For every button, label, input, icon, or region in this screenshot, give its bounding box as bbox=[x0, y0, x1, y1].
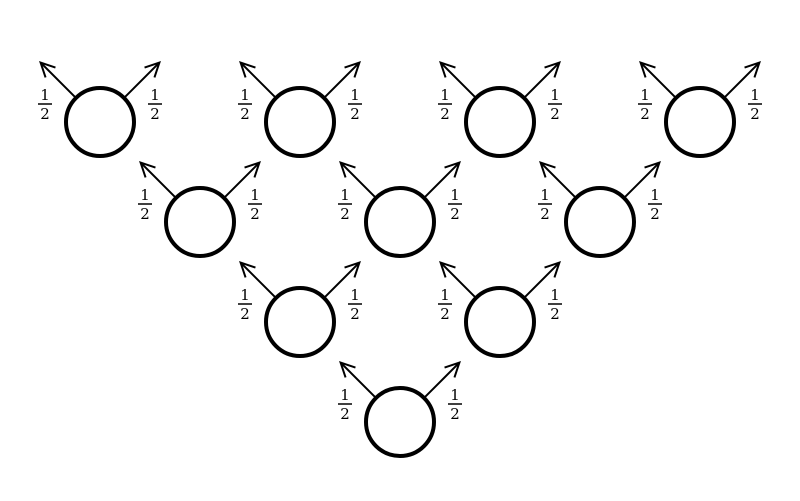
fraction-denominator: 2 bbox=[150, 105, 160, 123]
probability-label-left: 12 bbox=[638, 86, 652, 123]
probability-label-left: 12 bbox=[38, 86, 52, 123]
fraction-numerator: 1 bbox=[750, 86, 760, 104]
probability-label-right: 12 bbox=[348, 86, 362, 123]
arrow-up-left bbox=[239, 61, 277, 99]
probability-label-left: 12 bbox=[338, 186, 352, 223]
fraction-denominator: 2 bbox=[550, 305, 560, 323]
arrow-up-left bbox=[439, 261, 477, 299]
probability-label-left: 12 bbox=[338, 386, 352, 423]
fraction-denominator: 2 bbox=[750, 105, 760, 123]
fraction-numerator: 1 bbox=[550, 286, 560, 304]
arrow-up-right bbox=[423, 361, 461, 399]
probability-label-right: 12 bbox=[448, 186, 462, 223]
probability-label-left: 12 bbox=[538, 186, 552, 223]
fraction-denominator: 2 bbox=[340, 205, 350, 223]
tree-node bbox=[364, 186, 436, 258]
probability-label-right: 12 bbox=[748, 86, 762, 123]
fraction-numerator: 1 bbox=[440, 86, 450, 104]
probability-label-left: 12 bbox=[138, 186, 152, 223]
fraction-denominator: 2 bbox=[350, 305, 360, 323]
fraction-numerator: 1 bbox=[640, 86, 650, 104]
probability-label-left: 12 bbox=[438, 286, 452, 323]
tree-node bbox=[464, 86, 536, 158]
tree-node bbox=[364, 386, 436, 458]
fraction-numerator: 1 bbox=[140, 186, 150, 204]
fraction-numerator: 1 bbox=[550, 86, 560, 104]
arrow-up-left bbox=[39, 61, 77, 99]
fraction-numerator: 1 bbox=[340, 186, 350, 204]
edges-layer bbox=[39, 61, 761, 399]
probability-label-right: 12 bbox=[348, 286, 362, 323]
arrow-up-left bbox=[139, 161, 177, 199]
fraction-numerator: 1 bbox=[40, 86, 50, 104]
arrow-up-right bbox=[323, 61, 361, 99]
probability-label-right: 12 bbox=[648, 186, 662, 223]
fraction-numerator: 1 bbox=[540, 186, 550, 204]
fraction-numerator: 1 bbox=[240, 86, 250, 104]
arrow-up-left bbox=[239, 261, 277, 299]
fraction-numerator: 1 bbox=[350, 86, 360, 104]
fraction-denominator: 2 bbox=[350, 105, 360, 123]
fraction-numerator: 1 bbox=[340, 386, 350, 404]
fraction-denominator: 2 bbox=[640, 105, 650, 123]
fraction-denominator: 2 bbox=[650, 205, 660, 223]
fraction-denominator: 2 bbox=[450, 405, 460, 423]
fraction-numerator: 1 bbox=[650, 186, 660, 204]
probability-label-left: 12 bbox=[438, 86, 452, 123]
probability-label-right: 12 bbox=[548, 86, 562, 123]
arrow-up-left bbox=[639, 61, 677, 99]
fraction-denominator: 2 bbox=[250, 205, 260, 223]
probability-label-right: 12 bbox=[448, 386, 462, 423]
tree-node bbox=[664, 86, 736, 158]
arrow-up-left bbox=[439, 61, 477, 99]
fraction-denominator: 2 bbox=[240, 305, 250, 323]
nodes-layer bbox=[64, 86, 736, 458]
fraction-denominator: 2 bbox=[440, 305, 450, 323]
arrow-up-right bbox=[723, 61, 761, 99]
fraction-denominator: 2 bbox=[140, 205, 150, 223]
fraction-denominator: 2 bbox=[40, 105, 50, 123]
fraction-numerator: 1 bbox=[250, 186, 260, 204]
tree-node bbox=[464, 286, 536, 358]
arrow-up-left bbox=[539, 161, 577, 199]
probability-label-right: 12 bbox=[248, 186, 262, 223]
fraction-numerator: 1 bbox=[240, 286, 250, 304]
arrow-up-left bbox=[339, 361, 377, 399]
fraction-numerator: 1 bbox=[150, 86, 160, 104]
fraction-denominator: 2 bbox=[440, 105, 450, 123]
arrow-up-right bbox=[523, 61, 561, 99]
probability-label-right: 12 bbox=[148, 86, 162, 123]
fraction-numerator: 1 bbox=[450, 386, 460, 404]
arrow-up-right bbox=[623, 161, 661, 199]
probability-label-right: 12 bbox=[548, 286, 562, 323]
probability-label-left: 12 bbox=[238, 86, 252, 123]
fraction-denominator: 2 bbox=[240, 105, 250, 123]
probability-label-left: 12 bbox=[238, 286, 252, 323]
tree-node bbox=[564, 186, 636, 258]
arrow-up-right bbox=[423, 161, 461, 199]
tree-node bbox=[264, 86, 336, 158]
tree-node bbox=[64, 86, 136, 158]
fraction-denominator: 2 bbox=[340, 405, 350, 423]
arrow-up-right bbox=[223, 161, 261, 199]
arrow-up-left bbox=[339, 161, 377, 199]
fraction-numerator: 1 bbox=[440, 286, 450, 304]
arrow-up-right bbox=[123, 61, 161, 99]
fraction-numerator: 1 bbox=[450, 186, 460, 204]
fraction-denominator: 2 bbox=[450, 205, 460, 223]
fraction-numerator: 1 bbox=[350, 286, 360, 304]
arrow-up-right bbox=[323, 261, 361, 299]
fraction-denominator: 2 bbox=[540, 205, 550, 223]
tree-node bbox=[164, 186, 236, 258]
fraction-denominator: 2 bbox=[550, 105, 560, 123]
tree-node bbox=[264, 286, 336, 358]
arrow-up-right bbox=[523, 261, 561, 299]
